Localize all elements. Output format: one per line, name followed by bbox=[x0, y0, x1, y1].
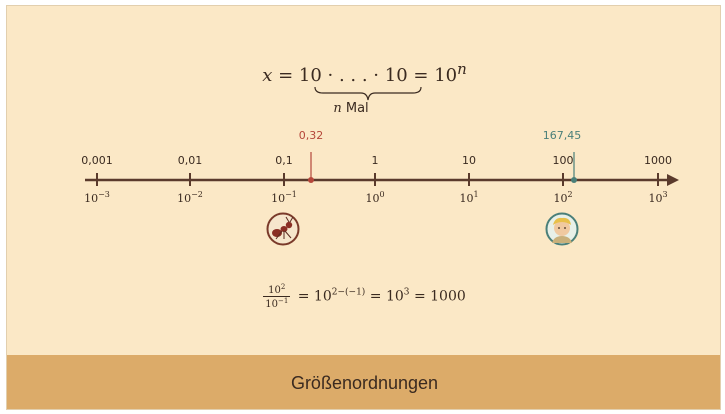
fraction-denominator-exponent: −1 bbox=[277, 297, 289, 305]
power-exponent: −2 bbox=[191, 190, 203, 199]
number-line bbox=[85, 152, 679, 186]
power-exponent: 2 bbox=[567, 190, 573, 199]
equation-step-1-exponent: 2−(−1) bbox=[331, 287, 366, 298]
tick-label-decimal: 0,1 bbox=[275, 154, 293, 167]
ant-marker-dot bbox=[308, 177, 314, 183]
power-exponent: −1 bbox=[285, 190, 297, 199]
tick-label-power: 10−1 bbox=[271, 190, 297, 205]
footer-title: Größenordnungen bbox=[290, 372, 439, 393]
formula-product: 10 · . . . · 10 bbox=[298, 65, 408, 86]
tick-label-decimal: 0,01 bbox=[177, 154, 203, 167]
tick-marks bbox=[96, 173, 659, 186]
formula-rhs-base: 10 bbox=[434, 65, 458, 86]
person-marker-label: 167,45 bbox=[542, 129, 582, 142]
underbrace bbox=[314, 86, 422, 101]
ant-icon bbox=[266, 212, 300, 246]
tick-label-decimal: 100 bbox=[552, 154, 574, 167]
tick-label-power: 103 bbox=[648, 190, 667, 205]
tick-label-power: 101 bbox=[459, 190, 478, 205]
tick-label-decimal: 1 bbox=[371, 154, 379, 167]
brace-label-text: Mal bbox=[345, 101, 369, 116]
power-exponent: 1 bbox=[473, 190, 479, 199]
person-icon bbox=[545, 212, 579, 246]
tick-label-power: 102 bbox=[553, 190, 572, 205]
tick-label-decimal: 10 bbox=[462, 154, 476, 167]
power-base: 10 bbox=[459, 192, 474, 205]
power-exponent: 3 bbox=[662, 190, 668, 199]
fraction-numerator-exponent: 2 bbox=[280, 283, 286, 291]
formula-rhs-exponent: n bbox=[457, 60, 467, 78]
brace-label-variable: n bbox=[333, 101, 342, 116]
person-marker-dot bbox=[571, 177, 577, 183]
power-exponent: 0 bbox=[379, 190, 385, 199]
brace-label: n Mal bbox=[7, 101, 695, 116]
power-base: 10 bbox=[648, 192, 663, 205]
power-base: 10 bbox=[365, 192, 380, 205]
power-base: 10 bbox=[553, 192, 568, 205]
tick-label-decimal: 0,001 bbox=[81, 154, 113, 167]
equation-step-2: = 10 bbox=[369, 288, 404, 305]
footer-bar: Größenordnungen bbox=[7, 355, 720, 409]
tick-label-power: 100 bbox=[365, 190, 384, 205]
exponent-definition-formula: x = 10 · . . . · 10 = 10n bbox=[262, 60, 467, 86]
formula-lhs: x bbox=[262, 65, 273, 86]
power-base: 10 bbox=[177, 192, 192, 205]
equation-result: = 1000 bbox=[413, 288, 466, 305]
fraction-numerator-base: 10 bbox=[268, 285, 281, 296]
tick-label-power: 10−3 bbox=[84, 190, 110, 205]
quotient-formula: 102 10−1 = 102−(−1) = 103 = 1000 bbox=[7, 283, 720, 310]
equation-step-1: = 10 bbox=[297, 288, 332, 305]
power-exponent: −3 bbox=[98, 190, 110, 199]
tick-label-power: 10−2 bbox=[177, 190, 203, 205]
fraction-denominator-base: 10 bbox=[265, 299, 278, 310]
ant-marker-label: 0,32 bbox=[298, 129, 324, 142]
fraction: 102 10−1 bbox=[263, 283, 291, 310]
equation-step-2-exponent: 3 bbox=[403, 287, 410, 298]
axis-arrow bbox=[667, 174, 679, 186]
power-base: 10 bbox=[271, 192, 286, 205]
power-base: 10 bbox=[84, 192, 99, 205]
tick-label-decimal: 1000 bbox=[644, 154, 672, 167]
